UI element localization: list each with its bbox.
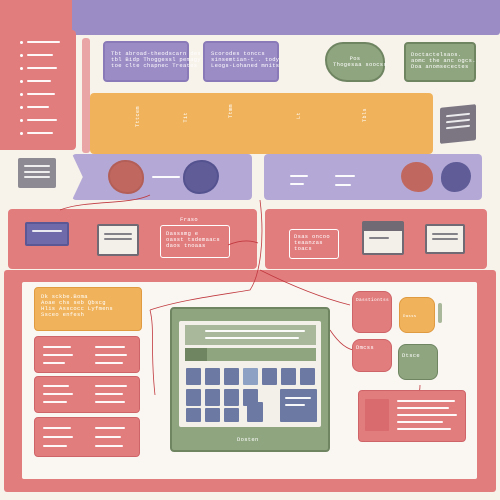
window-icon[interactable] [362,221,404,255]
header-card-line: sinsemtian-t.. tody [211,56,280,63]
grid-tile[interactable] [247,402,263,422]
list-item[interactable] [34,336,140,373]
header-card-line: Doctactelsaos. [411,51,462,58]
grid-tile[interactable] [243,368,258,385]
header-card-1[interactable]: Tbt abroad-theodscarn des tbl Bidp Thogg… [103,41,202,82]
yellow-note-line: Ssceo enfesh [41,311,85,318]
grid-tile[interactable] [224,408,239,422]
header-card-3[interactable]: Pos Thogesaa soocss [325,42,388,82]
header-card-line: Thogesaa soocss [333,61,388,68]
grid-tile[interactable] [205,368,220,385]
main-panel-header [185,325,316,345]
yellow-band-label: Tttcem [135,106,141,128]
window-icon[interactable] [97,224,139,256]
list-item[interactable] [34,417,140,457]
purple-row-dash [335,184,351,186]
top-bar [0,0,500,35]
purple-tab-icon[interactable] [25,222,69,246]
window-icon[interactable] [425,224,465,254]
yellow-note-line: Aoae chs seb Qbscg [41,299,106,306]
purple-row-dash [152,176,180,178]
chip-label: Dtsce [402,352,421,359]
header-card-2[interactable]: Scorodes tonccs sinsemtian-t.. tody Leog… [203,41,279,82]
sidebar-item[interactable] [27,93,55,95]
yellow-band [90,93,433,154]
red-row-info-line: toacs [294,245,313,252]
sidebar-item[interactable] [27,119,57,121]
sidebar [0,30,76,150]
sidebar-item[interactable] [27,80,51,82]
sidebar-item[interactable] [27,106,49,108]
purple-row-dash [290,183,304,185]
yellow-note-line: Dk sckbe.Boma [41,293,88,300]
sidebar-divider [82,38,90,153]
cog-icon [441,162,471,192]
sidebar-item[interactable] [27,54,53,56]
grid-tile[interactable] [186,408,201,422]
sidebar-item[interactable] [27,67,57,69]
detail-card[interactable] [280,389,317,422]
header-card-line: Leogs-Lohaned mnits [211,62,280,69]
top-bar-accent [0,0,72,35]
cog-icon [401,162,433,192]
grid-tile[interactable] [224,368,239,385]
main-panel-row[interactable] [185,348,316,361]
main-panel-title: Dosten [237,436,259,443]
grid-tile[interactable] [205,408,220,422]
chip-4[interactable]: Dtsce [398,344,438,380]
chip-3[interactable]: Dmcss [352,339,392,372]
sidebar-item[interactable] [27,41,60,43]
red-row-info-box[interactable]: Dasssmg e oasst tsdemaacs daos tnoaas [160,225,230,258]
chip-label: Dasss [403,315,417,319]
red-row-info-line: daos tnoaas [166,242,206,249]
yellow-note[interactable]: Dk sckbe.Boma Aoae chs seb Qbscg Hlis As… [34,287,142,331]
red-row-info-line: teaanzas [294,239,323,246]
grid-tile[interactable] [205,389,220,406]
header-card-line: Doa anomsecectes [411,63,469,70]
yellow-band-label: Ttmm [228,104,234,119]
yellow-band-label: Tit [183,112,189,123]
cog-icon [185,162,217,192]
yellow-band-label: Tbls [362,108,368,123]
red-row-title: Fraso [180,216,199,223]
purple-row-dash [335,175,355,177]
header-card-line: Pos [349,55,361,62]
grid-tile[interactable] [186,368,201,385]
red-row-info-box[interactable]: Dsas oncoo teaanzas toacs [289,229,339,259]
yellow-note-line: Hlis Asscocc Lyfmens [41,305,114,312]
yellow-band-label: Lt [296,112,302,120]
grid-tile[interactable] [224,389,239,406]
pin-marker [438,303,442,323]
list-item[interactable] [34,376,140,413]
header-card-line: toe clte chapnec Treates [111,62,198,69]
grid-tile[interactable] [300,368,315,385]
sidebar-item[interactable] [27,132,53,134]
chip-1[interactable]: Dasstiontss [352,291,392,333]
red-row-info-line: Dsas oncoo [294,233,331,240]
chip-2[interactable]: Dasss [399,297,435,333]
grid-tile[interactable] [281,368,296,385]
grid-tile[interactable] [262,368,277,385]
chip-label: Dasstiontss [356,298,390,303]
header-card-line: Tbt abroad-theodscarn des [111,50,202,57]
purple-row-dash [290,175,308,177]
grid-tile[interactable] [243,389,258,406]
header-card-4[interactable]: Doctactelsaos. aomc the anc ogcs. Doa an… [404,42,476,82]
cog-icon [110,162,142,192]
chip-label: Dmcss [356,344,375,351]
header-card-line: tbl Bidp Thoggessl pemagy [111,56,202,63]
grid-tile[interactable] [186,389,201,406]
header-card-line: Scorodes tonccs [211,50,266,57]
file-card[interactable] [358,390,466,442]
header-card-line: aomc the anc ogcs. [411,57,476,64]
document-icon [440,104,476,144]
document-icon [18,158,56,188]
file-icon [365,399,389,431]
